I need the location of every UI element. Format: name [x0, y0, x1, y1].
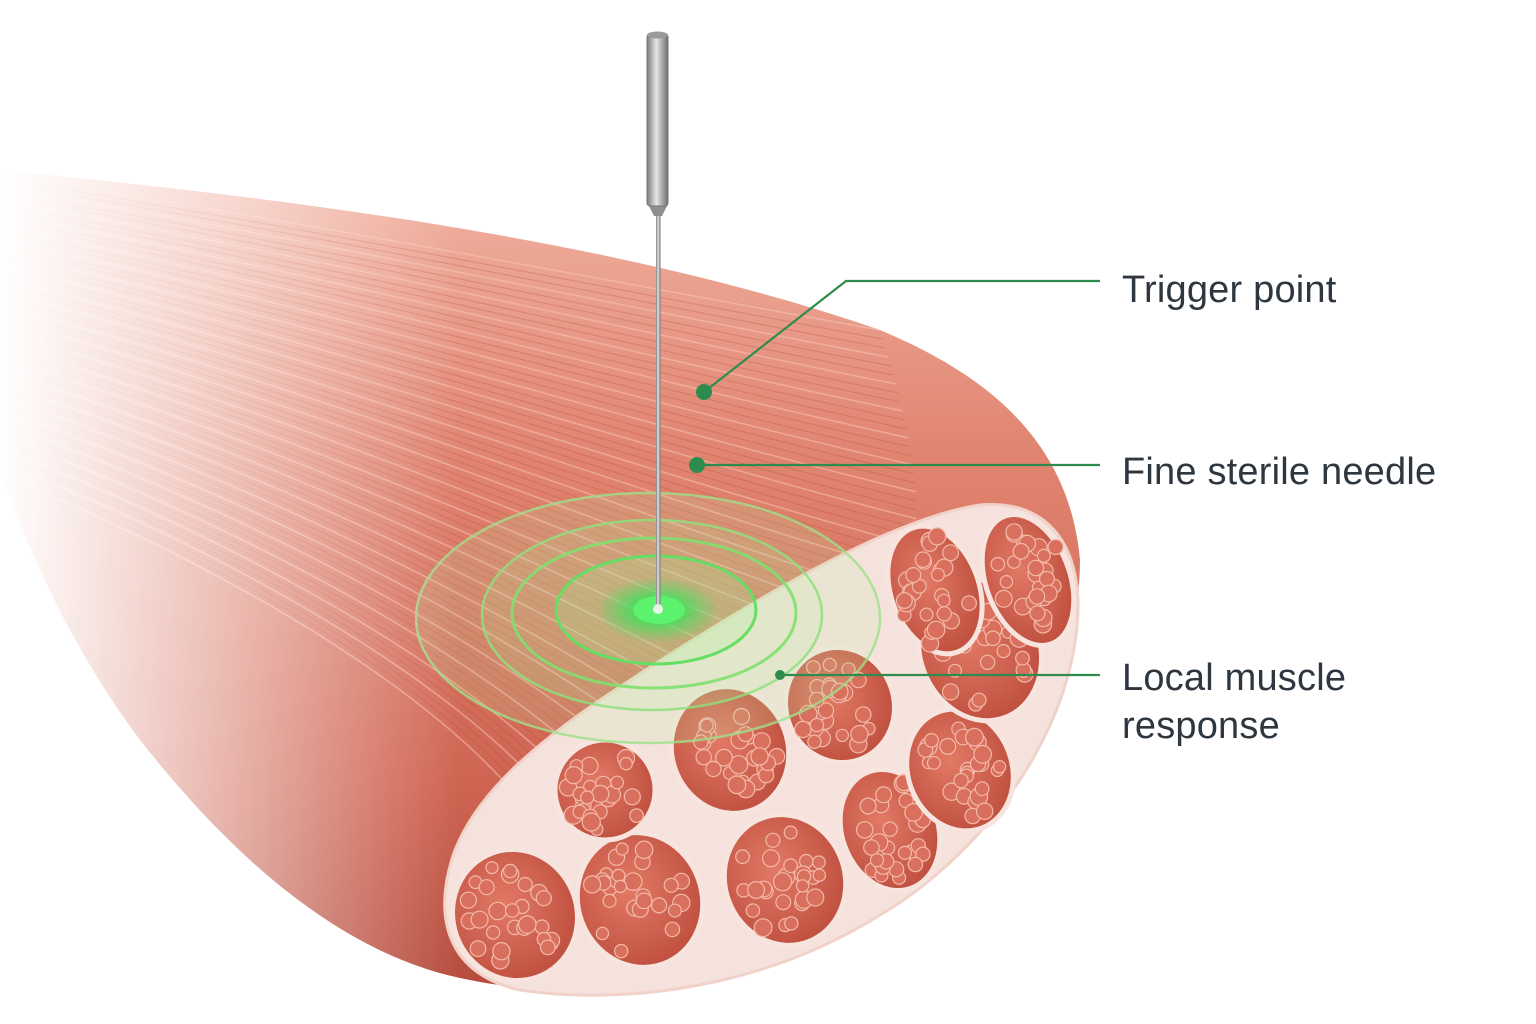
local-muscle-response-label: Local muscle response: [1122, 654, 1346, 750]
local-muscle-response-label-line1: Local muscle: [1122, 657, 1347, 699]
local-muscle-response-label-line2: response: [1122, 705, 1280, 747]
trigger-point-label: Trigger point: [1122, 269, 1337, 311]
needle-label: Fine sterile needle: [1122, 451, 1437, 493]
